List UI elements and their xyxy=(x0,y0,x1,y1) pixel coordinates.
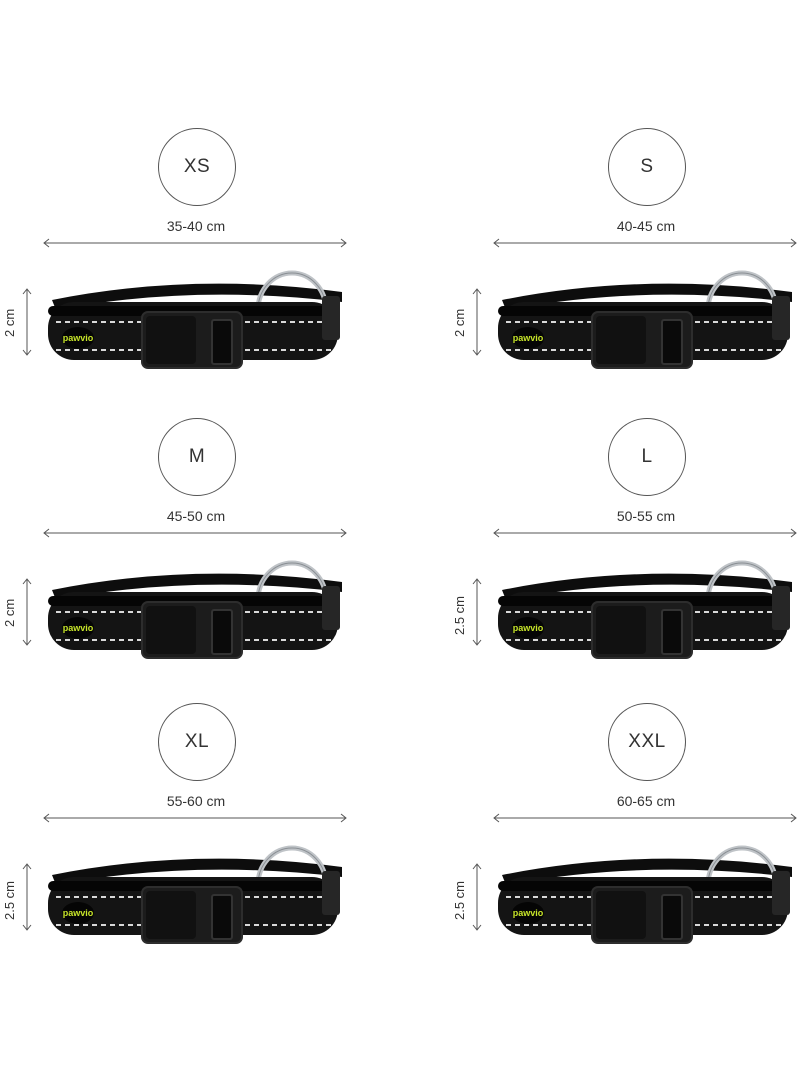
brand-patch xyxy=(512,902,544,924)
size-label: S xyxy=(640,156,654,177)
length-label: 35-40 cm xyxy=(166,218,226,234)
brand-patch xyxy=(62,617,94,639)
length-label: 40-45 cm xyxy=(616,218,676,234)
length-arrow xyxy=(43,238,347,248)
collar-image: pawvio xyxy=(498,560,792,659)
size-cell-m: M 45-50 cm 2 cm xyxy=(0,290,380,670)
brand-patch xyxy=(512,617,544,639)
brand-logo: pawvio xyxy=(513,623,544,633)
length-label: 60-65 cm xyxy=(616,793,676,809)
width-arrow xyxy=(22,863,32,931)
size-label: M xyxy=(188,446,206,467)
size-label: XXL xyxy=(628,731,666,752)
collar-image: pawvio xyxy=(498,845,792,944)
size-cell-s: S 40-45 cm 2 cm xyxy=(450,0,800,380)
length-arrow xyxy=(493,528,797,538)
width-arrow xyxy=(472,288,482,356)
size-label: XL xyxy=(184,731,210,752)
brand-patch xyxy=(62,327,94,349)
brand-logo: pawvio xyxy=(63,908,94,918)
collar-image: pawvio xyxy=(48,845,342,944)
size-badge: XS xyxy=(158,128,236,206)
length-label: 50-55 cm xyxy=(616,508,676,524)
size-badge: M xyxy=(158,418,236,496)
length-arrow xyxy=(493,238,797,248)
size-cell-l: L 50-55 cm 2.5 cm xyxy=(450,290,800,670)
size-cell-xxl: XXL 60-65 cm 2.5 cm xyxy=(450,575,800,955)
brand-logo: pawvio xyxy=(513,908,544,918)
size-badge: XL xyxy=(158,703,236,781)
length-arrow xyxy=(43,528,347,538)
width-arrow xyxy=(22,288,32,356)
size-cell-xs: XS 35-40 cm 2 cm xyxy=(0,0,380,380)
length-arrow xyxy=(43,813,347,823)
width-label: 2.5 cm xyxy=(452,880,467,920)
size-badge: S xyxy=(608,128,686,206)
brand-logo: pawvio xyxy=(63,333,94,343)
width-arrow xyxy=(22,578,32,646)
width-arrow xyxy=(472,863,482,931)
width-arrow xyxy=(472,578,482,646)
brand-logo: pawvio xyxy=(63,623,94,633)
brand-patch xyxy=(62,902,94,924)
size-label: L xyxy=(641,446,653,467)
brand-logo: pawvio xyxy=(513,333,544,343)
length-label: 55-60 cm xyxy=(166,793,226,809)
width-label: 2.5 cm xyxy=(2,880,17,920)
size-badge: XXL xyxy=(608,703,686,781)
length-arrow xyxy=(493,813,797,823)
length-label: 45-50 cm xyxy=(166,508,226,524)
brand-patch xyxy=(512,327,544,349)
size-label: XS xyxy=(183,156,211,177)
size-badge: L xyxy=(608,418,686,496)
collar-image: pawvio xyxy=(48,270,342,369)
collar-image: pawvio xyxy=(498,270,792,369)
size-cell-xl: XL 55-60 cm 2.5 cm xyxy=(0,575,380,955)
collar-image: pawvio xyxy=(48,560,342,659)
